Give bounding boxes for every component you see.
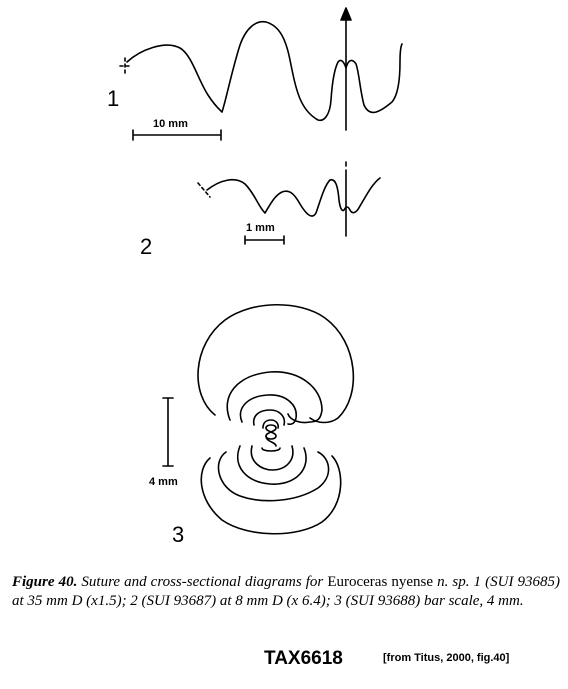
figure-label-3: 3 bbox=[172, 522, 185, 547]
caption-text-b: n. sp. 1 (SUI 93685) at 35 mm D (x1.5); … bbox=[12, 574, 561, 609]
caption-title: Figure 40. bbox=[12, 574, 78, 590]
figure-caption: Figure 40. Suture and cross-sectional di… bbox=[12, 573, 560, 611]
figure-drawings bbox=[119, 7, 403, 535]
figure-label-2: 2 bbox=[140, 234, 153, 259]
caption-genus: Euroceras bbox=[327, 574, 388, 590]
caption-species: nyense bbox=[391, 574, 434, 590]
source-citation: [from Titus, 2000, fig.40] bbox=[383, 652, 510, 664]
scale-label-4mm: 4 mm bbox=[149, 476, 178, 488]
figure-label-1: 1 bbox=[107, 86, 120, 111]
suture-line-1 bbox=[119, 7, 403, 131]
scale-bar-1mm bbox=[244, 235, 285, 245]
scale-bar-10mm bbox=[132, 129, 222, 141]
caption-text-a: Suture and cross-sectional diagrams for bbox=[77, 574, 328, 590]
scale-bar-4mm bbox=[162, 397, 174, 467]
scale-label-1mm: 1 mm bbox=[246, 222, 275, 234]
specimen-id: TAX6618 bbox=[264, 648, 343, 669]
cross-section-3 bbox=[197, 303, 355, 535]
scale-label-10mm: 10 mm bbox=[153, 118, 188, 130]
suture-line-2 bbox=[197, 161, 381, 237]
